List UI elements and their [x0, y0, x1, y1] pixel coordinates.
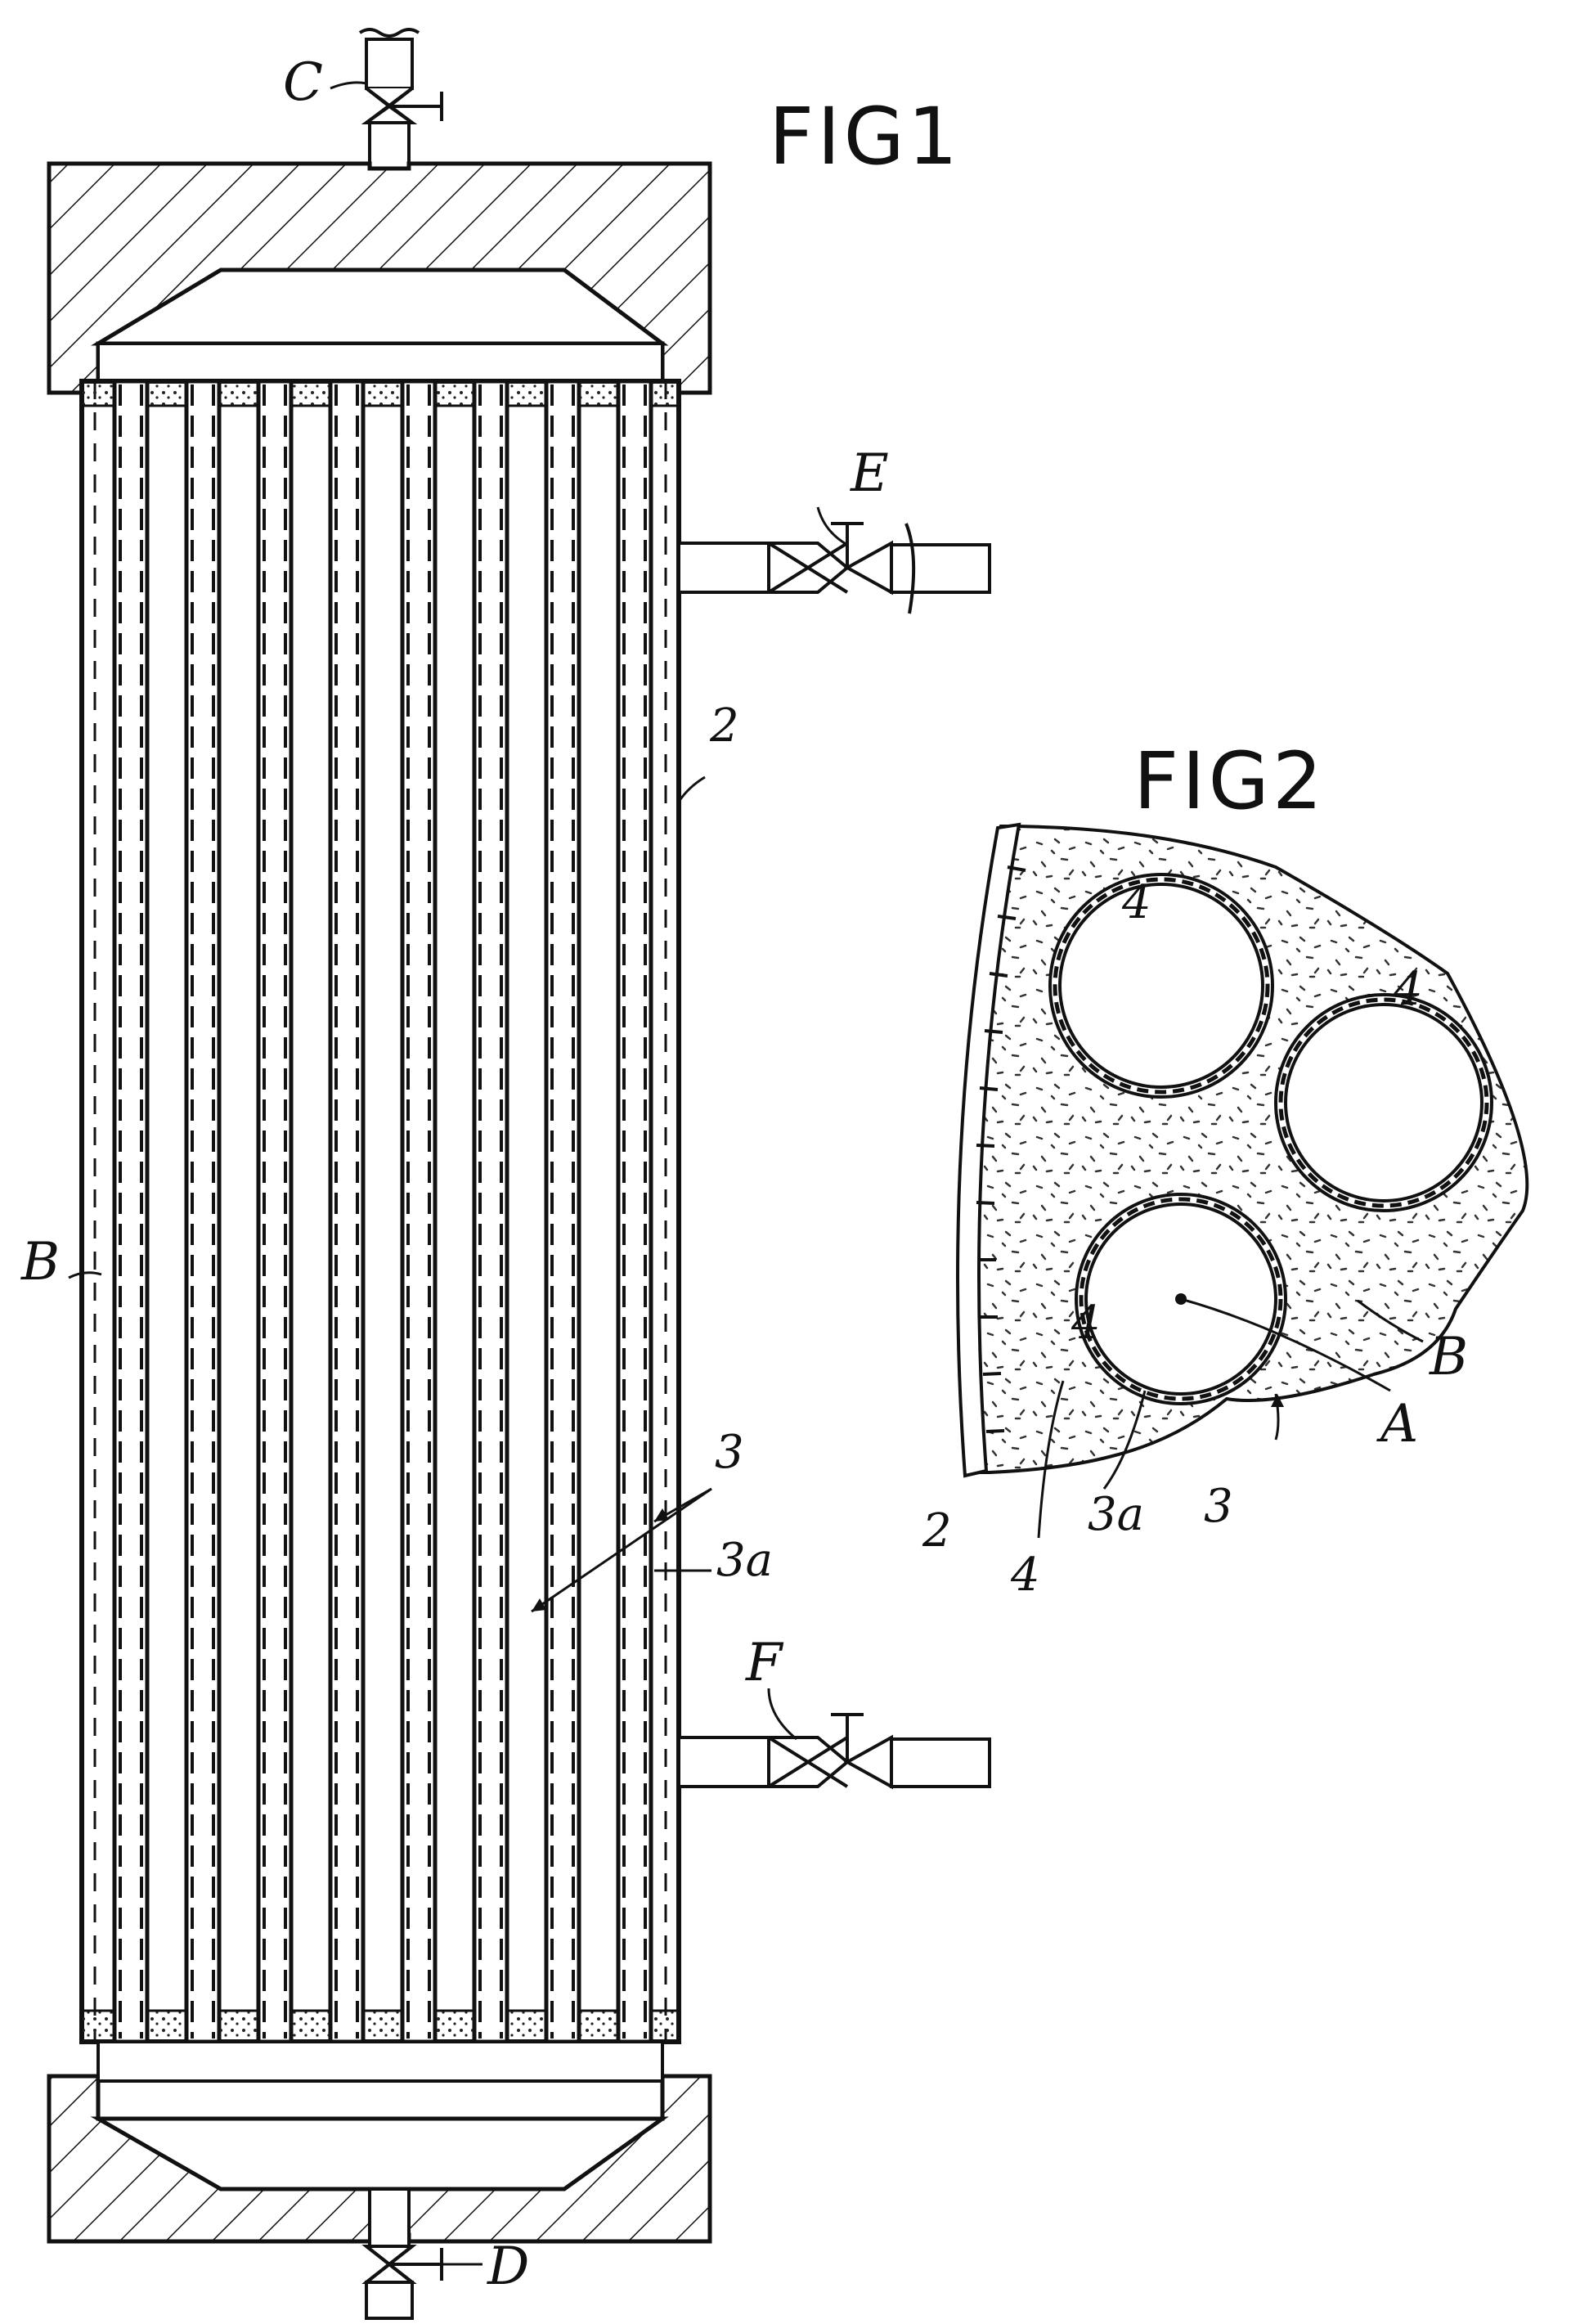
label-tube-fig2: 3 — [1204, 1480, 1233, 1533]
tube-sheet-plug — [291, 2011, 330, 2042]
label-tube-center: A — [1376, 1394, 1418, 1454]
top-inlet-assembly — [360, 29, 442, 169]
figure-1-heat-exchanger: FIG1 C E 2 B 3 3a F D — [20, 29, 990, 2318]
label-tube-interior-right: 4 — [1393, 963, 1423, 1016]
tube-sheet-plug — [435, 2011, 474, 2042]
label-shell-wall-fig2: 2 — [922, 1504, 952, 1558]
tube-sheet-plug — [363, 381, 402, 406]
label-shell-space: B — [20, 1232, 60, 1292]
label-tube: 3 — [715, 1426, 744, 1479]
tube-sheet-plug — [147, 381, 186, 406]
tube-sheet-plug — [435, 381, 474, 406]
label-port-upper: E — [850, 443, 889, 504]
label-tube-layer-fig2: 3a — [1088, 1488, 1144, 1541]
tube-2 — [186, 381, 219, 2042]
top-header — [49, 164, 710, 393]
fig1-title: FIG1 — [769, 91, 961, 182]
tube-5 — [402, 381, 435, 2042]
port-upper-assembly — [679, 524, 990, 614]
figure-2-cross-section: FIG2 4 4 4 4 B A 2 3a 3 — [922, 735, 1527, 1602]
tube-sheet-plug — [219, 381, 258, 406]
tube-sheet-plug — [651, 381, 679, 406]
tube-sheet-plug — [651, 2011, 679, 2042]
tube-sheet-plug — [579, 381, 618, 406]
tube-sheet-plug — [507, 2011, 546, 2042]
label-tube-layer: 3a — [716, 1534, 773, 1587]
tube-6 — [474, 381, 507, 2042]
label-port-lower: F — [745, 1633, 784, 1693]
tube-1 — [114, 381, 147, 2042]
tube-section-2 — [1276, 995, 1492, 1211]
tube-8 — [618, 381, 651, 2042]
tube-section-1 — [1050, 874, 1273, 1097]
label-tube-interior-lower: 4 — [1010, 1549, 1040, 1602]
shell-body — [79, 381, 684, 2295]
tube-4 — [330, 381, 363, 2042]
tube-sheet-plug — [147, 2011, 186, 2042]
label-tube-interior-bottom: 4 — [1071, 1297, 1101, 1350]
label-outlet-bottom: D — [487, 2236, 529, 2297]
tube-sheet-plug — [219, 2011, 258, 2042]
label-shell: 2 — [709, 699, 739, 753]
tube-sheet-plug — [291, 381, 330, 406]
tube-3 — [258, 381, 291, 2042]
label-shell-space-fig2: B — [1429, 1327, 1468, 1387]
tube-sheet-plug — [82, 381, 114, 406]
tube-sheet-plug — [579, 2011, 618, 2042]
tube-7 — [546, 381, 579, 2042]
label-inlet-top: C — [283, 52, 323, 113]
tube-sheet-plug — [507, 381, 546, 406]
tube-sheet-plug — [363, 2011, 402, 2042]
port-lower-assembly — [679, 1715, 990, 1787]
label-tube-interior-top: 4 — [1121, 876, 1151, 929]
tube-sheet-plug — [82, 2011, 114, 2042]
fig2-title: FIG2 — [1133, 735, 1326, 827]
